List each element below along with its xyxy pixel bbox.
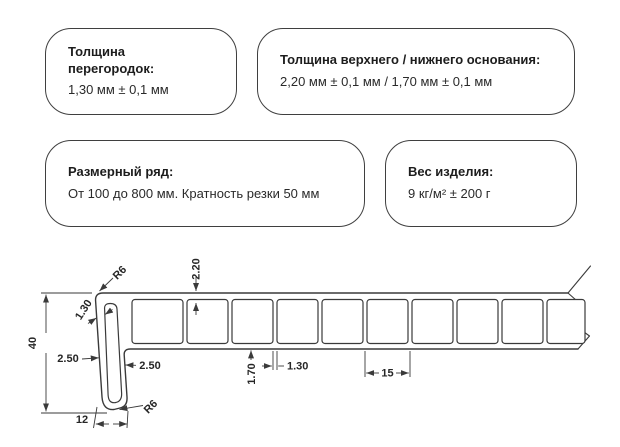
leader-nose-front bbox=[81, 355, 99, 362]
cell bbox=[276, 298, 319, 345]
cell bbox=[501, 298, 544, 345]
dim-label-r6-top: R6 bbox=[111, 264, 129, 282]
dim-label-nose-width: 12 bbox=[76, 414, 88, 426]
profile-drawing: R6 2.20 1.30 40 2.50 2.50 1.70 1.30 15 1… bbox=[27, 258, 592, 429]
spec-title: Толщина верхнего / нижнего основания: bbox=[280, 52, 541, 68]
dim-label-bottom-wall: 1.70 bbox=[246, 363, 258, 384]
cell bbox=[411, 298, 454, 345]
leader-r6-top bbox=[99, 277, 114, 292]
break-line-upper bbox=[567, 265, 592, 294]
dim-front-wall-b bbox=[104, 307, 114, 315]
dim-front-wall-a bbox=[87, 317, 97, 325]
spec-value: 2,20 мм ± 0,1 мм / 1,70 мм ± 0,1 мм bbox=[280, 73, 493, 89]
spec-title: Вес изделия: bbox=[408, 164, 494, 180]
spec-title: Размерный ряд: bbox=[68, 164, 174, 180]
ext-nose-b bbox=[126, 410, 129, 429]
profile-outer-contour bbox=[94, 292, 579, 411]
spec-value: 1,30 мм ± 0,1 мм bbox=[68, 81, 169, 97]
spec-card-weight: Вес изделия: 9 кг/м² ± 200 г bbox=[385, 140, 577, 227]
profile-cells bbox=[131, 298, 586, 345]
dim-label-partition: 1.30 bbox=[287, 361, 308, 373]
dim-label-top-wall: 2.20 bbox=[191, 258, 203, 279]
cell bbox=[366, 298, 409, 345]
dim-label-height: 40 bbox=[27, 337, 39, 349]
dim-label-r6-bottom: R6 bbox=[142, 398, 160, 416]
dimension-lines bbox=[41, 277, 411, 429]
spec-title: Толщина перегородок: bbox=[68, 44, 155, 76]
dim-label-front-wall: 1.30 bbox=[73, 298, 95, 323]
spec-card-partition-thickness: Толщина перегородок: 1,30 мм ± 0,1 мм bbox=[45, 28, 237, 115]
spec-card-base-thickness: Толщина верхнего / нижнего основания: 2,… bbox=[257, 28, 575, 115]
cell bbox=[186, 298, 229, 345]
profile-nose-cavity bbox=[103, 302, 123, 404]
cell bbox=[456, 298, 499, 345]
dim-label-pitch: 15 bbox=[381, 368, 393, 380]
cell bbox=[546, 298, 586, 345]
cell bbox=[321, 298, 364, 345]
spec-value: 9 кг/м² ± 200 г bbox=[408, 185, 491, 201]
ext-nose-a bbox=[93, 406, 98, 429]
spec-value: От 100 до 800 мм. Кратность резки 50 мм bbox=[68, 185, 320, 201]
leader-r6-bottom bbox=[119, 405, 144, 412]
dim-label-nose-back-wall: 2.50 bbox=[139, 360, 160, 372]
dim-label-nose-front-wall: 2.50 bbox=[57, 353, 78, 365]
cell bbox=[131, 298, 184, 345]
cell bbox=[231, 298, 274, 345]
spec-card-size-range: Размерный ряд: От 100 до 800 мм. Кратнос… bbox=[45, 140, 365, 227]
